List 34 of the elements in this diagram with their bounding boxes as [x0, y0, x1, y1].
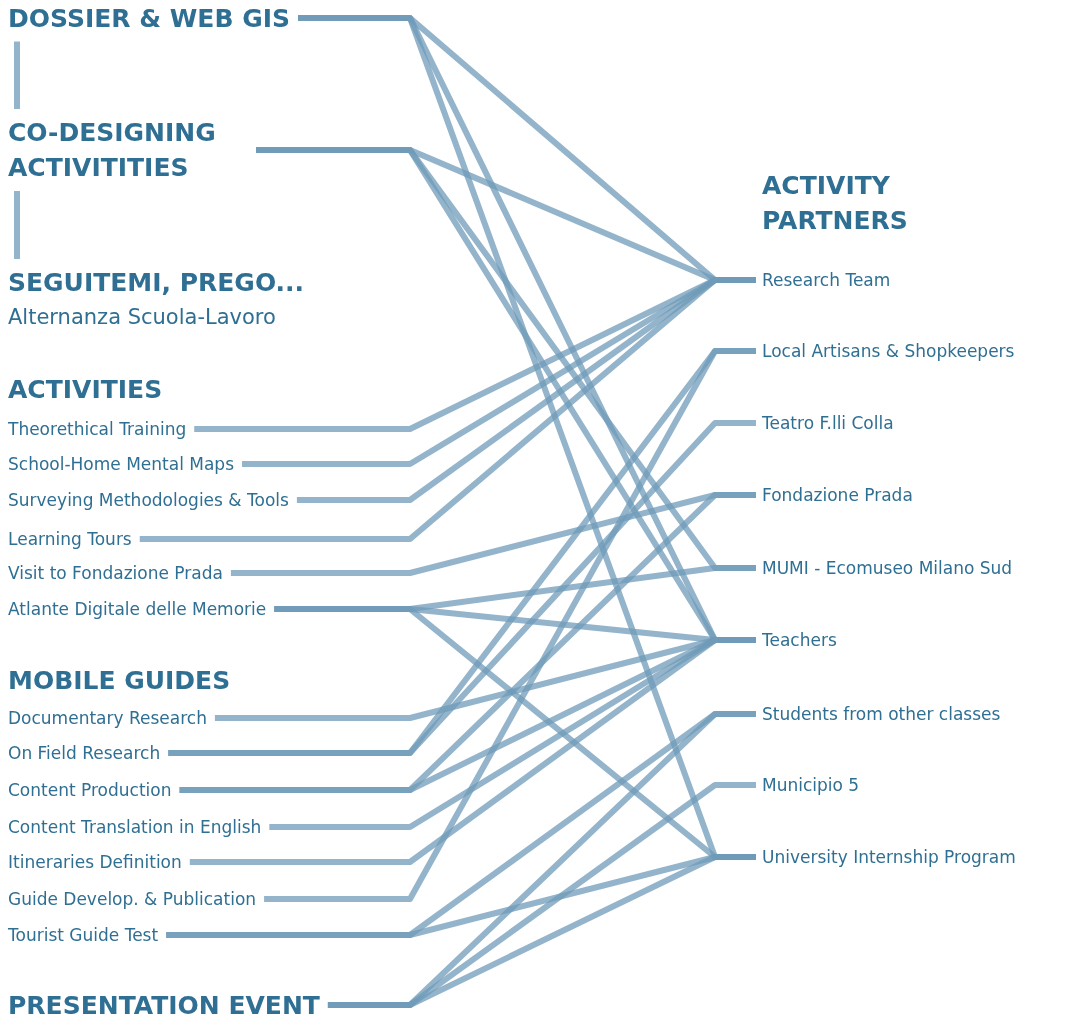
partner-label: MUMI - Ecomuseo Milano Sud: [762, 557, 1013, 579]
node-subtitle: Alternanza Scuola-Lavoro: [8, 304, 277, 331]
activity-label: Surveying Methodologies & Tools: [8, 489, 289, 511]
section-heading: ACTIVITIES: [8, 374, 163, 406]
activity-label: Theorethical Training: [8, 418, 187, 440]
partner-label: Teachers: [762, 629, 837, 651]
partner-label: Teatro F.lli Colla: [762, 412, 894, 434]
node-heading: CO-DESIGNING ACTIVITITIES: [8, 115, 248, 185]
partner-label: Fondazione Prada: [762, 484, 913, 506]
activity-label: Content Translation in English: [8, 816, 262, 838]
node-heading: PRESENTATION EVENT: [8, 987, 320, 1017]
node-heading: DOSSIER & WEB GIS: [8, 0, 290, 36]
partner-label: Municipio 5: [762, 774, 860, 796]
partner-label: Local Artisans & Shopkeepers: [762, 340, 1015, 362]
activity-label: Atlante Digitale delle Memorie: [8, 598, 267, 620]
partner-label: Students from other classes: [762, 703, 1001, 725]
section-heading: ACTIVITY PARTNERS: [762, 170, 909, 237]
activity-label: Learning Tours: [8, 528, 132, 550]
node-heading: SEGUITEMI, PREGO...: [8, 267, 305, 299]
activity-label: On Field Research: [8, 742, 161, 764]
activity-label: Itineraries Definition: [8, 851, 182, 873]
partner-label: University Internship Program: [762, 846, 1016, 868]
activity-label: Guide Develop. & Publication: [8, 888, 257, 910]
activity-label: Documentary Research: [8, 707, 207, 729]
connector-line: [168, 420, 756, 756]
partner-label: Research Team: [762, 269, 891, 291]
connector-line: [14, 41, 20, 109]
section-heading: MOBILE GUIDES: [8, 665, 231, 697]
connector-line: [14, 191, 20, 259]
activity-label: Tourist Guide Test: [8, 924, 159, 946]
activity-label: School-Home Mental Maps: [8, 453, 235, 475]
activity-label: Content Production: [8, 779, 172, 801]
activity-label: Visit to Fondazione Prada: [8, 562, 223, 584]
connector-line: [264, 348, 756, 902]
